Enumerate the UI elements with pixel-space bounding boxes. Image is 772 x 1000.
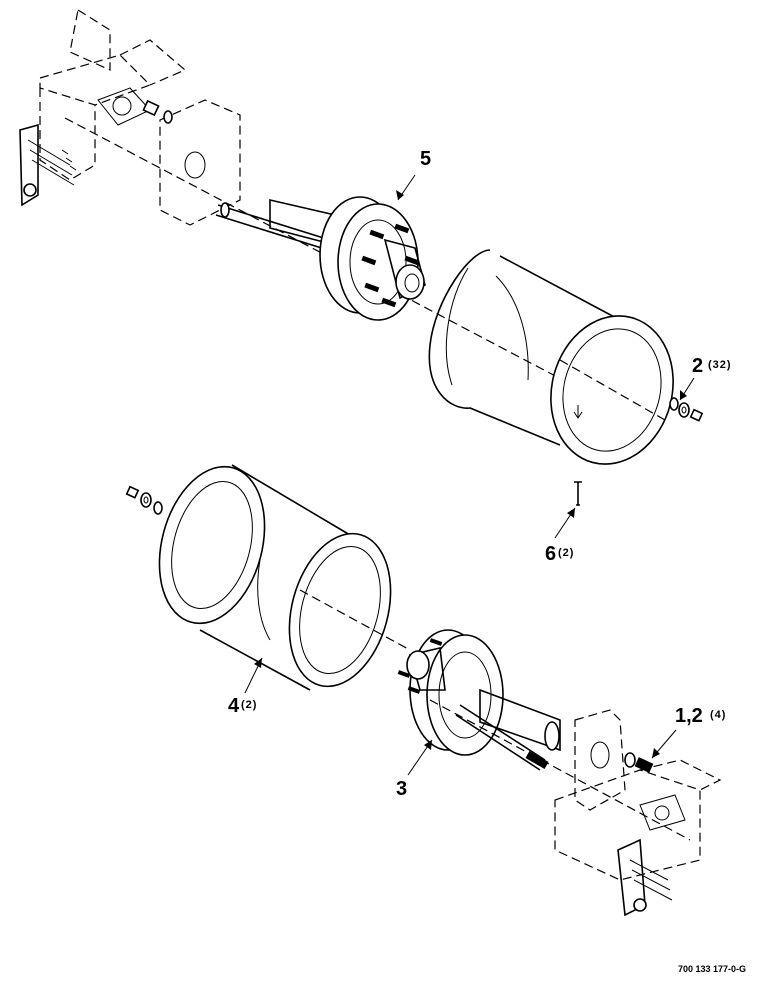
drawing-number: 700 133 177-0-G (678, 964, 746, 974)
callout-quantity: (2) (558, 547, 574, 559)
top-rim (428, 249, 674, 506)
bottom-axle-mount (429, 688, 722, 917)
bottom-rim (158, 464, 411, 691)
callout-item-2: 2 (32) (679, 355, 732, 401)
callout-quantity: (2) (241, 699, 257, 711)
callout-item-1-2: 1,2 (4) (651, 705, 726, 759)
top-lug-nuts (669, 397, 704, 422)
callout-number: 3 (396, 778, 407, 800)
top-hub-and-drum (319, 196, 426, 321)
top-axle-mount (19, 9, 621, 411)
callout-quantity: (4) (710, 709, 726, 721)
callout-item-5: 5 (396, 148, 431, 201)
callout-item-4: 4 (2) (228, 657, 263, 717)
callout-number: 5 (420, 148, 431, 170)
bottom-lug-nuts (125, 485, 163, 515)
callout-item-6: 6 (2) (545, 507, 576, 565)
callout-number: 6 (545, 543, 556, 565)
callout-number: 4 (228, 695, 240, 717)
callout-number: 2 (692, 355, 703, 377)
callout-item-3: 3 (396, 739, 433, 800)
callout-number: 1,2 (675, 705, 703, 727)
callout-quantity: (32) (708, 359, 732, 371)
bottom-hub-and-drum (397, 629, 504, 756)
